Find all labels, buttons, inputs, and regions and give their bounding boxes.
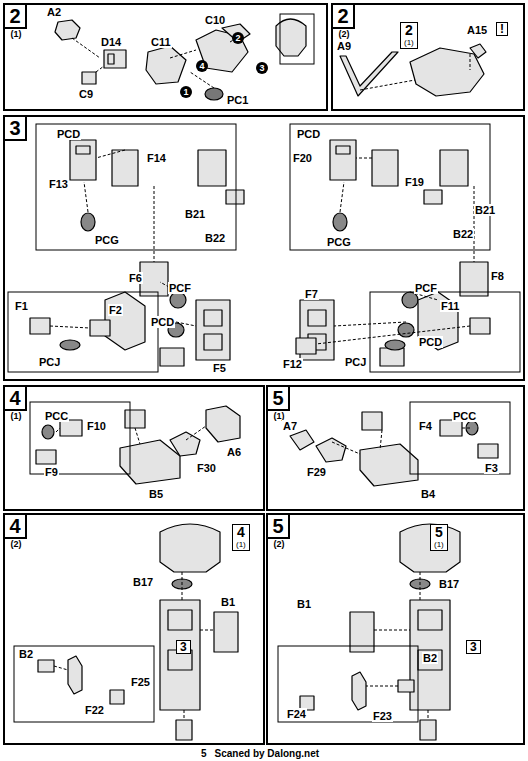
part-callout: B21	[474, 204, 496, 216]
step-number: 4	[5, 515, 27, 539]
part-callout: F12	[282, 358, 303, 370]
order-number: 4	[196, 60, 208, 72]
part-callout: F14	[146, 152, 167, 164]
step-heading: 2(2)	[333, 5, 355, 40]
part-callout: PCG	[326, 236, 352, 248]
part-callout: B1	[296, 598, 312, 610]
part-callout: B22	[452, 228, 474, 240]
part-callout: B5	[148, 488, 164, 500]
part-callout: A6	[226, 446, 242, 458]
step-number: 5	[268, 515, 290, 539]
part-callout: B2	[422, 652, 438, 664]
part-callout: PCJ	[38, 356, 61, 368]
step-heading: 3	[5, 117, 27, 141]
substep-number: (1)	[5, 411, 27, 422]
part-callout: 3	[176, 640, 191, 654]
step-heading: 5(1)	[268, 387, 290, 422]
part-callout: PCD	[56, 128, 81, 140]
step-panel: 2(2)2(1)	[331, 3, 525, 111]
part-callout: F3	[484, 462, 499, 474]
order-number: 1	[180, 86, 192, 98]
part-callout: 3	[466, 640, 481, 654]
part-callout: B21	[184, 208, 206, 220]
substep-number: (2)	[268, 539, 290, 550]
substep-number: (1)	[5, 29, 27, 40]
part-callout: A9	[336, 40, 352, 52]
part-callout: PCF	[168, 282, 192, 294]
part-callout: F19	[404, 176, 425, 188]
substep-number: (1)	[236, 540, 246, 549]
substep-number: (2)	[5, 539, 27, 550]
part-callout: PCD	[150, 316, 175, 328]
part-callout: F2	[108, 304, 123, 316]
part-callout: PCG	[94, 234, 120, 246]
step-number: 2	[5, 5, 27, 29]
step-heading: 5(2)	[268, 515, 290, 550]
order-number: 2	[232, 32, 244, 44]
part-callout: F1	[14, 300, 29, 312]
part-callout: C9	[78, 88, 94, 100]
step-number: 2	[333, 5, 355, 29]
part-callout: C11	[150, 36, 172, 48]
part-callout: F6	[128, 272, 143, 284]
part-callout: F25	[130, 676, 151, 688]
part-callout: B2	[18, 648, 34, 660]
order-number: 3	[256, 62, 268, 74]
step-reference-box: 2(1)	[400, 22, 418, 49]
part-callout: B4	[420, 488, 436, 500]
step-number: 5	[434, 525, 444, 540]
footer-text: 5	[200, 748, 208, 760]
step-number: 4	[5, 387, 27, 411]
part-callout: F10	[86, 420, 107, 432]
part-callout: F22	[84, 704, 105, 716]
step-heading: 4(1)	[5, 387, 27, 422]
part-callout: F8	[490, 270, 505, 282]
part-callout: F24	[286, 708, 307, 720]
part-callout: PCF	[414, 282, 438, 294]
step-number: 2	[404, 23, 414, 38]
part-callout: A15	[466, 24, 488, 36]
part-callout: A2	[46, 6, 62, 18]
footer-text: Scaned by Dalong.net	[214, 748, 320, 760]
step-panel: 2(1)	[3, 3, 328, 111]
part-callout: B17	[132, 576, 154, 588]
step-number: 3	[5, 117, 27, 141]
part-callout: B17	[438, 578, 460, 590]
step-number: 5	[268, 387, 290, 411]
part-callout: B1	[220, 596, 236, 608]
part-callout: PCC	[452, 410, 477, 422]
part-callout: PCD	[418, 336, 443, 348]
step-panel: 5(1)	[266, 385, 525, 511]
substep-number: (1)	[404, 38, 414, 47]
part-callout: !	[496, 22, 508, 36]
step-heading: 2(1)	[5, 5, 27, 40]
step-panel: 4(2)4(1)	[3, 513, 265, 745]
part-callout: F4	[418, 420, 433, 432]
step-heading: 4(2)	[5, 515, 27, 550]
part-callout: F11	[440, 300, 460, 312]
part-callout: PC1	[226, 94, 249, 106]
step-reference-box: 5(1)	[430, 524, 448, 551]
substep-number: (2)	[333, 29, 355, 40]
part-callout: PCJ	[344, 356, 367, 368]
part-callout: F5	[212, 362, 227, 374]
substep-number: (1)	[434, 540, 444, 549]
part-callout: D14	[100, 36, 122, 48]
part-callout: B22	[204, 232, 226, 244]
part-callout: A7	[282, 420, 298, 432]
part-callout: F29	[306, 466, 327, 478]
part-callout: F7	[304, 288, 319, 300]
part-callout: PCC	[44, 410, 69, 422]
part-callout: PCD	[296, 128, 321, 140]
part-callout: F23	[372, 710, 393, 722]
part-callout: F20	[292, 152, 313, 164]
step-number: 4	[236, 525, 246, 540]
part-callout: F30	[196, 462, 217, 474]
part-callout: F13	[48, 178, 69, 190]
step-panel: 3	[3, 115, 525, 381]
part-callout: C10	[204, 14, 226, 26]
step-reference-box: 4(1)	[232, 524, 250, 551]
part-callout: F9	[44, 466, 59, 478]
